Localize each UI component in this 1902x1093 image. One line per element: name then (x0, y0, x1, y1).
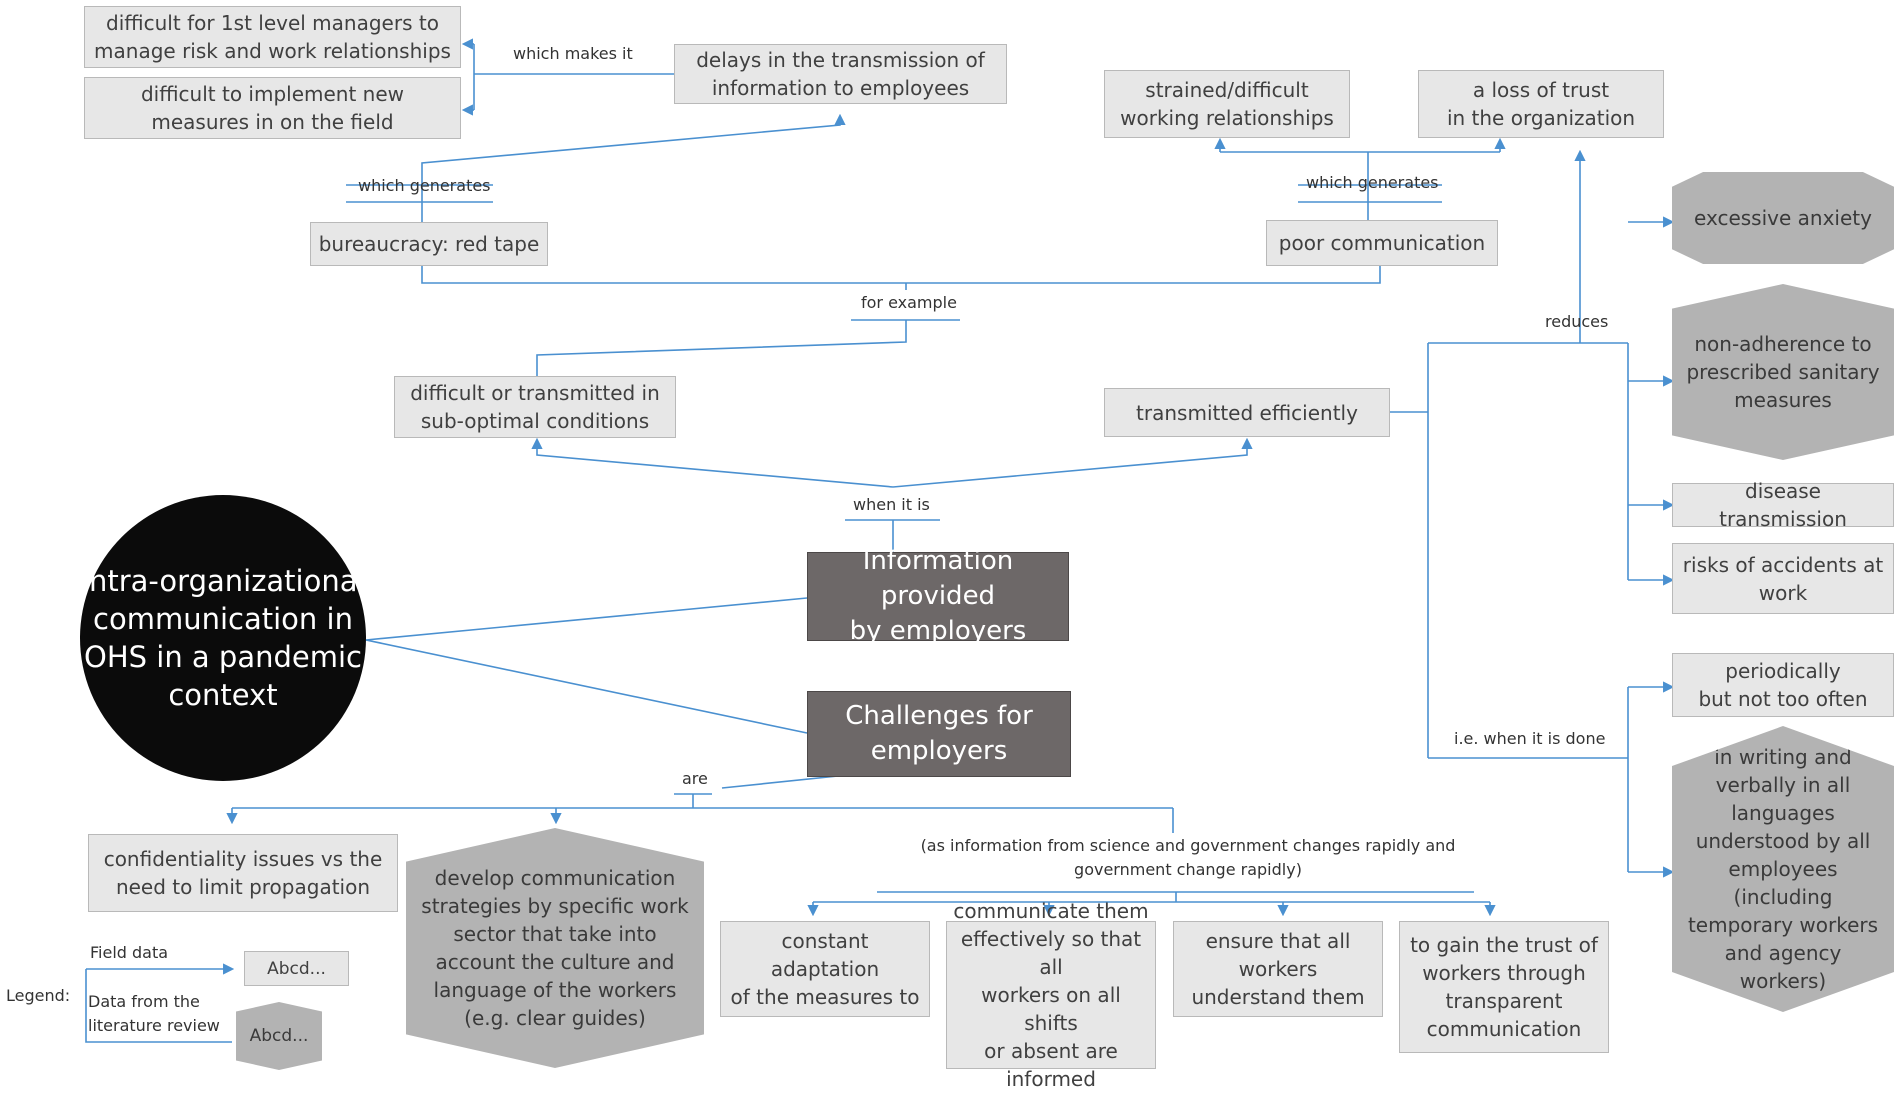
transmitted-efficiently-box: transmitted efficiently (1104, 388, 1390, 437)
which-generates-right-label: which generates (1306, 173, 1439, 192)
difficult-managers-box: difficult for 1st level managers to mana… (84, 6, 461, 68)
legend-sample-hex: Abcd... (236, 1002, 322, 1070)
delays-box: delays in the transmission of informatio… (674, 44, 1007, 104)
excessive-anxiety-hex: excessive anxiety (1672, 172, 1894, 264)
which-makes-it-label: which makes it (513, 44, 633, 63)
confidentiality-box: confidentiality issues vs the need to li… (88, 834, 398, 912)
information-provided-box: Information provided by employers (807, 546, 1069, 646)
challenges-box: Challenges for employers (807, 691, 1071, 777)
when-it-is-label: when it is (853, 495, 930, 514)
which-generates-left-label: which generates (358, 176, 491, 195)
risks-accidents-box: risks of accidents at work (1672, 543, 1894, 614)
loss-of-trust-box: a loss of trust in the organization (1418, 70, 1664, 138)
non-adherence-hex: non-adherence to prescribed sanitary mea… (1672, 284, 1894, 460)
legend-sample-box: Abcd... (244, 951, 349, 986)
legend-field-data-label: Field data (90, 943, 169, 962)
poor-communication-box: poor communication (1266, 220, 1498, 266)
communicate-effectively-box: communicate them effectively so that all… (946, 899, 1156, 1091)
are-label: are (682, 769, 708, 788)
ie-when-done-label: i.e. when it is done (1454, 729, 1606, 748)
central-topic-circle: Intra-organizational communication in OH… (80, 495, 366, 781)
disease-transmission-box: disease transmission (1672, 479, 1894, 531)
bureaucracy-box: bureaucracy: red tape (310, 222, 548, 266)
strained-relationships-box: strained/difficult working relationships (1104, 70, 1350, 138)
difficult-implement-box: difficult to implement new measures in o… (84, 77, 461, 139)
rapid-change-note: (as information from science and governm… (920, 836, 1456, 879)
in-writing-hex: in writing and verbally in all languages… (1672, 726, 1894, 1012)
for-example-label: for example (861, 293, 957, 312)
legend-title: Legend: (6, 986, 71, 1005)
develop-strategies-hex: develop communication strategies by spec… (406, 828, 704, 1068)
ensure-understand-box: ensure that all workers understand them (1173, 921, 1383, 1017)
gain-trust-box: to gain the trust of workers through tra… (1399, 921, 1609, 1053)
constant-adaptation-box: constant adaptation of the measures to (720, 921, 930, 1017)
legend-literature-label: Data from the literature review (88, 992, 220, 1035)
reduces-label: reduces (1545, 312, 1609, 331)
periodically-box: periodically but not too often (1672, 653, 1894, 717)
difficult-transmitted-box: difficult or transmitted in sub-optimal … (394, 376, 676, 438)
